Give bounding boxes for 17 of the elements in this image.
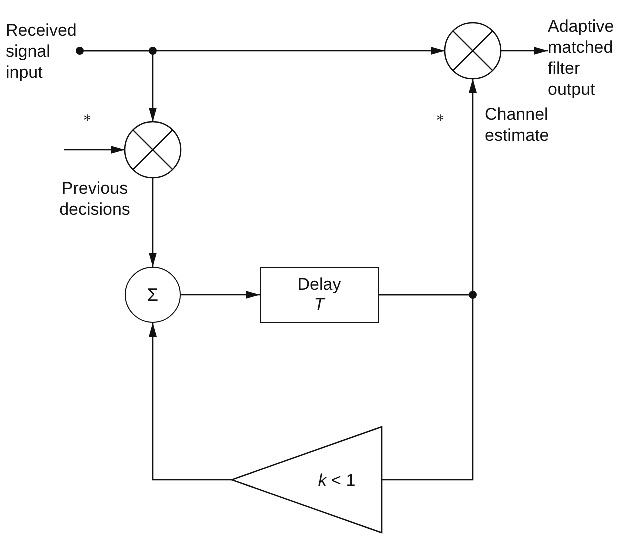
- signal-label: Adaptive matched filter output: [548, 12, 628, 104]
- signal-label: Channel estimate: [485, 104, 550, 146]
- signal-label: Previous decisions: [58, 178, 132, 220]
- multiplier-circle: [445, 23, 501, 79]
- delay-box: Delay T: [260, 267, 379, 323]
- signal-label: Received signal input: [6, 16, 76, 86]
- connector-line: [379, 294, 474, 481]
- arrow: [181, 291, 260, 299]
- arrow: [149, 178, 157, 267]
- arrow: [64, 146, 125, 154]
- summing-junction: Σ: [125, 267, 181, 323]
- amplifier-triangle: k < 1: [232, 427, 382, 533]
- conjugate-mark: *: [437, 114, 444, 128]
- arrow: [501, 47, 548, 55]
- arrow: [149, 323, 232, 481]
- conjugate-mark: *: [84, 114, 91, 128]
- multiplier-circle: [125, 122, 181, 178]
